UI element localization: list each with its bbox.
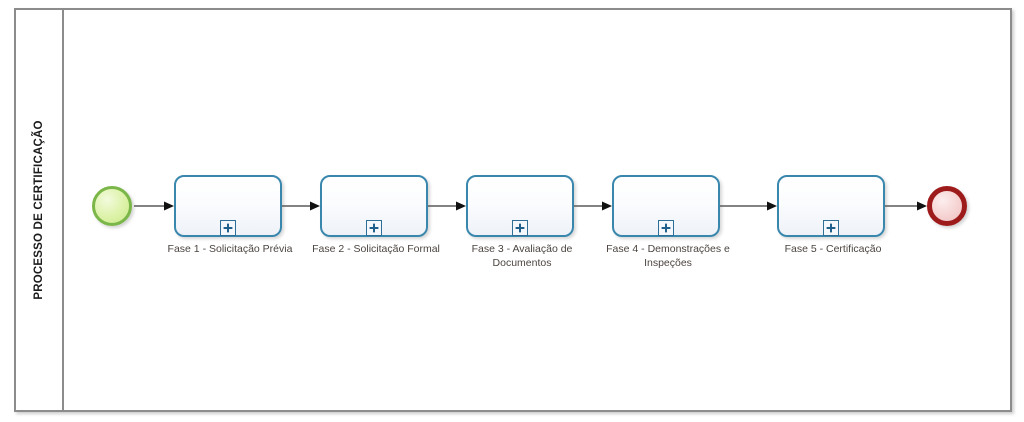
sequence-flow-task-5-to-end: [885, 201, 927, 211]
sequence-flow-task-2-to-task-3: [428, 201, 466, 211]
pool-header: PROCESSO DE CERTIFICAÇÃO: [16, 10, 64, 410]
sequence-flow-start-to-task-1: [134, 201, 174, 211]
task-label-fase-2: Fase 2 - Solicitação Formal: [312, 243, 440, 255]
end-event[interactable]: [927, 186, 967, 226]
lane-body: Fase 1 - Solicitação Prévia Fase 2 - Sol…: [64, 10, 1010, 410]
sequence-flow-task-4-to-task-5: [720, 201, 777, 211]
pool-lane-label: PROCESSO DE CERTIFICAÇÃO: [33, 120, 45, 300]
task-fase-3[interactable]: Fase 3 - Avaliação de Documentos: [466, 175, 574, 269]
plus-icon[interactable]: [823, 220, 839, 236]
task-label-fase-1: Fase 1 - Solicitação Prévia: [167, 243, 293, 255]
plus-icon[interactable]: [366, 220, 382, 236]
task-fase-2[interactable]: Fase 2 - Solicitação Formal: [312, 175, 440, 255]
plus-icon[interactable]: [512, 220, 528, 236]
sequence-flow-task-3-to-task-4: [574, 201, 612, 211]
plus-icon[interactable]: [658, 220, 674, 236]
task-fase-1[interactable]: Fase 1 - Solicitação Prévia: [168, 175, 292, 255]
process-pool: PROCESSO DE CERTIFICAÇÃO Fase 1 - So: [14, 8, 1012, 412]
task-label-fase-3: Fase 3 - Avaliação de Documentos: [471, 243, 573, 269]
task-label-fase-5: Fase 5 - Certificação: [784, 243, 882, 255]
task-fase-4[interactable]: Fase 4 - Demonstrações e Inspeções: [606, 175, 730, 269]
start-event[interactable]: [92, 186, 132, 226]
task-fase-5[interactable]: Fase 5 - Certificação: [777, 175, 885, 255]
plus-icon[interactable]: [220, 220, 236, 236]
sequence-flow-task-1-to-task-2: [282, 201, 320, 211]
task-label-fase-4: Fase 4 - Demonstrações e Inspeções: [606, 243, 730, 269]
